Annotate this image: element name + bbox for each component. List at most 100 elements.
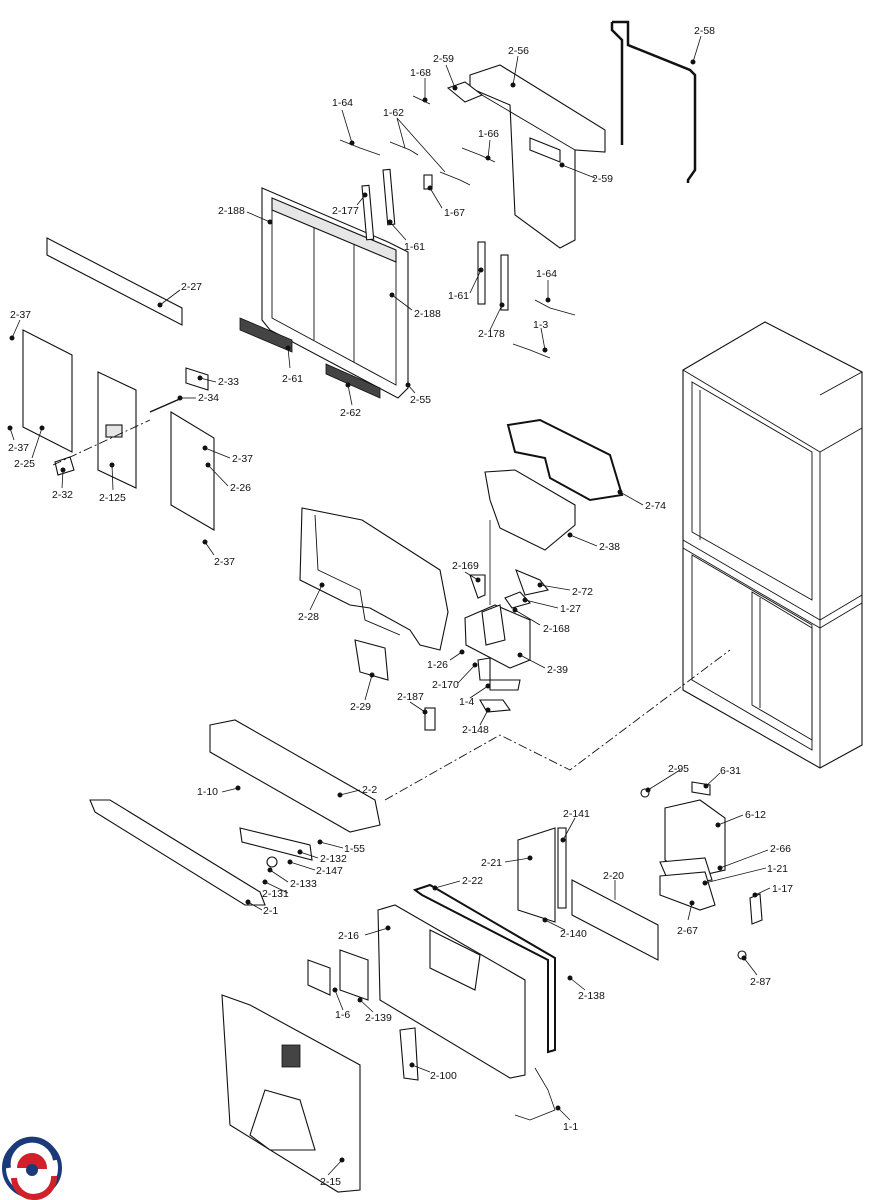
callout-label: 2-132	[320, 853, 347, 865]
trim-2-1	[89, 799, 266, 906]
cover-2-27	[46, 237, 183, 326]
callout-label: 2-148	[462, 724, 489, 736]
callout-label: 1-55	[344, 843, 365, 855]
callout-label: 1-10	[197, 786, 218, 798]
callout-label: 2-59	[433, 53, 454, 65]
callout-label: 2-25	[14, 458, 35, 470]
callout-label: 2-32	[52, 489, 73, 501]
callout-label: 2-16	[338, 930, 359, 942]
callout-label: 2-55	[410, 394, 431, 406]
callout-label: 2-169	[452, 560, 479, 572]
back-panel-2-15	[221, 994, 361, 1193]
control-board	[239, 827, 313, 861]
refrigerator-cabinet	[682, 321, 863, 769]
duct-2-38	[484, 469, 576, 551]
callout-label: 1-67	[444, 207, 465, 219]
callout-label: 2-37	[232, 453, 253, 465]
cover-2-139	[339, 949, 369, 1001]
fan-1-6	[307, 959, 331, 996]
callout-label: 2-170	[432, 679, 459, 691]
callout-label: 1-26	[427, 659, 448, 671]
brand-logo-icon	[2, 1136, 62, 1200]
evaporator-cover-frame	[261, 187, 409, 399]
callout-label: 6-31	[720, 765, 741, 777]
callout-label: 1-1	[563, 1121, 578, 1133]
callout-leaders	[7, 35, 771, 1176]
callout-label: 1-66	[478, 128, 499, 140]
callout-label: 1-68	[410, 67, 431, 79]
callout-label: 2-72	[572, 586, 593, 598]
panel-2-26	[170, 411, 215, 531]
callout-label: 2-125	[99, 492, 126, 504]
callout-label: 2-39	[547, 664, 568, 676]
callout-label: 2-15	[320, 1176, 341, 1188]
grille-2-62	[325, 363, 381, 399]
callout-label: 2-188	[414, 308, 441, 320]
callout-label: 1-64	[332, 97, 353, 109]
callout-label: 2-29	[350, 701, 371, 713]
callout-label: 2-27	[181, 281, 202, 293]
callout-label: 2-100	[430, 1070, 457, 1082]
callout-label: 2-67	[677, 925, 698, 937]
evaporator-2-16	[377, 904, 526, 1079]
callout-label: 2-178	[478, 328, 505, 340]
callout-label: 1-21	[767, 863, 788, 875]
callout-label: 2-131	[262, 888, 289, 900]
callout-label: 2-26	[230, 482, 251, 494]
drain-tube-2-58	[612, 20, 697, 183]
callout-label: 2-20	[603, 870, 624, 882]
callout-label: 1-64	[536, 268, 557, 280]
callout-label: 2-95	[668, 763, 689, 775]
callout-label: 2-138	[578, 990, 605, 1002]
grille-2-61	[239, 317, 293, 353]
callout-label: 1-17	[772, 883, 793, 895]
callout-label: 2-21	[481, 857, 502, 869]
callout-label: 2-140	[560, 928, 587, 940]
callout-label: 2-28	[298, 611, 319, 623]
callout-label: 2-141	[563, 808, 590, 820]
callout-label: 2-56	[508, 45, 529, 57]
callout-label: 2-74	[645, 500, 666, 512]
callout-label: 2-58	[694, 25, 715, 37]
callout-label: 1-6	[335, 1009, 350, 1021]
small-parts-top	[339, 95, 576, 359]
callout-label: 1-4	[459, 696, 474, 708]
callout-label: 1-3	[533, 319, 548, 331]
callout-label: 2-59	[592, 173, 613, 185]
callout-label: 2-168	[543, 623, 570, 635]
callout-label: 2-147	[316, 865, 343, 877]
callout-label: 2-37	[214, 556, 235, 568]
callout-label: 2-34	[198, 392, 219, 404]
fan-motor-6-12	[664, 799, 726, 879]
gasket-2-22	[412, 883, 556, 1054]
evaporator-cover-2-56	[446, 64, 606, 249]
callout-label: 1-62	[383, 107, 404, 119]
callout-label: 2-61	[282, 373, 303, 385]
callout-label: 2-37	[8, 442, 29, 454]
callout-label: 2-66	[770, 843, 791, 855]
callout-label: 2-177	[332, 205, 359, 217]
fan-shroud-2-28	[299, 507, 449, 651]
callout-label: 2-139	[365, 1012, 392, 1024]
callout-label: 2-187	[397, 691, 424, 703]
panel-2-25	[22, 329, 73, 453]
heater-2-21	[517, 827, 556, 923]
callout-labels: 2-58 2-56 2-59 1-68 1-64 1-62 1-66 2-59 …	[8, 25, 793, 1188]
callout-label: 2-33	[218, 376, 239, 388]
callout-label: 1-61	[448, 290, 469, 302]
callout-label: 2-188	[218, 205, 245, 217]
callout-label: 2-133	[290, 878, 317, 890]
control-housing-2-2	[209, 719, 381, 833]
callout-label: 2-37	[10, 309, 31, 321]
callout-label: 1-27	[560, 603, 581, 615]
callout-label: 1-61	[404, 241, 425, 253]
part-2-33	[185, 367, 209, 391]
callout-label: 2-22	[462, 875, 483, 887]
part-2-100	[399, 1027, 419, 1081]
callout-label: 6-12	[745, 809, 766, 821]
callout-label: 2-38	[599, 541, 620, 553]
gasket-2-74	[506, 418, 624, 502]
callout-label: 2-87	[750, 976, 771, 988]
callout-label: 2-1	[263, 905, 278, 917]
